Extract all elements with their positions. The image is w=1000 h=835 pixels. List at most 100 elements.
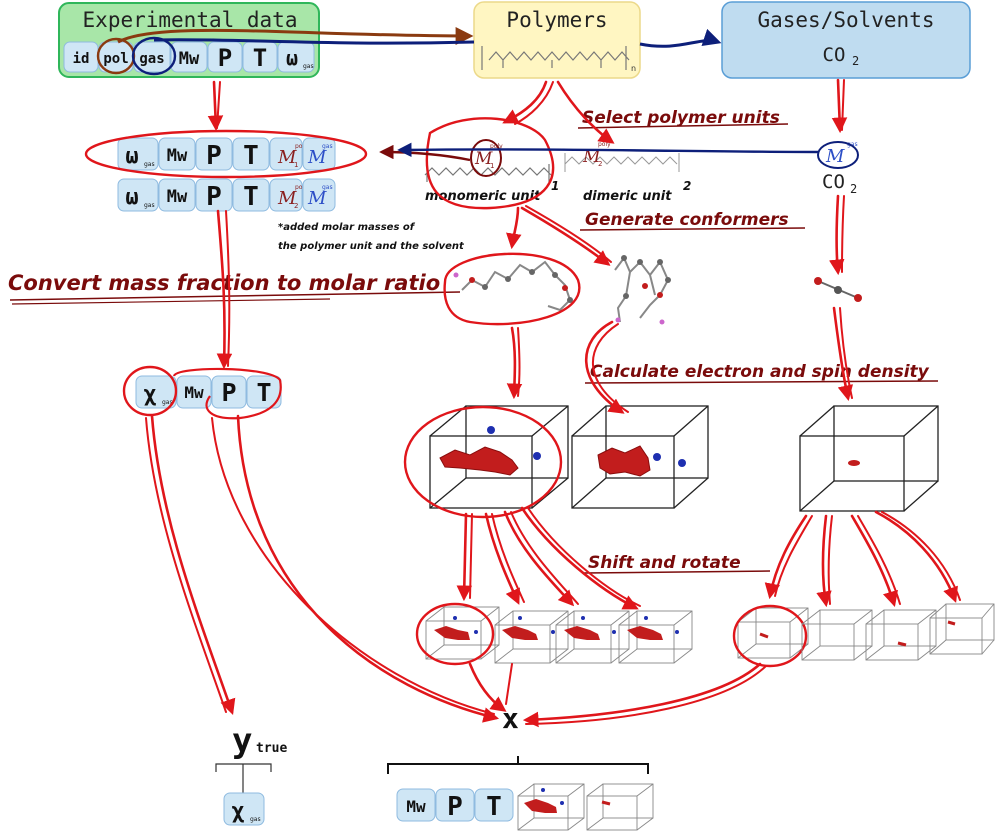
small-cube-p3 <box>555 610 630 664</box>
token-mw: Mw <box>170 41 208 73</box>
density-cube-1 <box>403 405 569 519</box>
feature-row-1: ω gas Mw P T M poly 1 M gas <box>117 137 336 171</box>
conformer-1 <box>443 252 581 326</box>
co2-label: CO <box>822 171 845 193</box>
svg-text:M: M <box>277 188 297 209</box>
svg-text:2: 2 <box>683 179 691 193</box>
svg-text:Mw: Mw <box>167 187 188 207</box>
m1-circle <box>470 139 502 177</box>
monomer-circle <box>425 117 555 210</box>
svg-text:P: P <box>218 44 232 72</box>
x-cube-gas <box>586 783 654 831</box>
svg-text:M: M <box>825 146 845 167</box>
conformer-2 <box>614 255 671 325</box>
small-cube-g4 <box>929 603 995 655</box>
svg-text:2: 2 <box>852 54 859 68</box>
svg-text:pol: pol <box>103 51 128 67</box>
svg-text:gas: gas <box>250 816 261 823</box>
svg-text:1: 1 <box>490 162 494 170</box>
svg-text:2: 2 <box>850 182 857 196</box>
added-molar-note-1: *added molar masses of <box>278 222 416 233</box>
gas-circle <box>131 36 177 76</box>
conformer1-circle <box>443 252 581 326</box>
svg-text:P: P <box>206 141 222 171</box>
svg-text:Mw: Mw <box>167 146 188 166</box>
feature-row-2: ω gas Mw P T M poly 2 M gas <box>117 178 336 212</box>
svg-text:ω: ω <box>286 46 298 70</box>
small-cube-p4 <box>618 610 693 664</box>
y-chi-token: χ gas <box>223 792 265 826</box>
gas-to-polymers-arrow <box>153 38 475 45</box>
step-generate-conformers: Generate conformers <box>585 210 789 230</box>
chi-row: χ gas Mw P T <box>122 365 282 420</box>
token-id: id <box>63 41 99 73</box>
svg-text:gas: gas <box>303 63 314 70</box>
polymer-chain-icon <box>481 46 630 70</box>
y-true-symbol: y <box>232 721 252 761</box>
pol-to-polymers-arrow <box>117 26 474 45</box>
svg-text:T: T <box>256 378 271 407</box>
svg-text:T: T <box>486 792 502 822</box>
svg-text:χ: χ <box>143 382 156 407</box>
x-bracket <box>387 756 649 774</box>
small-cube-g3 <box>865 609 937 661</box>
svg-text:P: P <box>447 792 463 822</box>
svg-text:poly: poly <box>598 141 611 148</box>
svg-text:true: true <box>256 741 287 756</box>
svg-text:Mw: Mw <box>406 797 426 816</box>
svg-text:T: T <box>243 182 259 212</box>
svg-text:gas: gas <box>162 399 173 406</box>
experimental-data-title: Experimental data <box>83 8 298 32</box>
polymer-units: M poly 1 M poly 2 monomeric unit 1 dimer… <box>424 117 691 210</box>
co2-formula: CO <box>823 44 846 66</box>
svg-text:M: M <box>277 147 297 168</box>
svg-text:1: 1 <box>551 179 559 193</box>
x-cube-polymer <box>517 783 585 831</box>
svg-text:Mw: Mw <box>184 383 204 402</box>
small-cubes-polymer <box>415 602 693 666</box>
token-gas: gas <box>133 41 171 73</box>
svg-text:gas: gas <box>322 143 333 150</box>
mgas-to-row-arrow <box>397 142 819 158</box>
svg-text:P: P <box>206 182 222 212</box>
flow-arrows <box>145 78 961 728</box>
svg-text:T: T <box>253 44 267 72</box>
svg-text:poly: poly <box>295 143 308 150</box>
gas-unit: M gas CO 2 <box>817 141 859 196</box>
svg-text:gas: gas <box>139 51 164 67</box>
dimer-structure-icon <box>564 153 680 172</box>
polymers-box: Polymers n <box>473 1 641 79</box>
token-p: P <box>207 41 243 73</box>
gases-title: Gases/Solvents <box>757 8 934 32</box>
small-cubes-co2 <box>732 603 995 668</box>
step-select-polymer-units: Select polymer units <box>582 108 780 128</box>
svg-text:gas: gas <box>322 184 333 191</box>
svg-text:gas: gas <box>144 161 155 168</box>
m1-to-row-arrow <box>379 144 471 162</box>
svg-text:2: 2 <box>598 160 602 168</box>
mgas-circle <box>817 141 859 169</box>
svg-text:2: 2 <box>294 202 298 210</box>
density-cube-2 <box>571 405 709 509</box>
x-symbol: x <box>502 702 519 735</box>
polymers-to-gases-arrow <box>639 28 722 48</box>
row1-circle <box>84 129 368 179</box>
svg-text:χ: χ <box>231 799 244 824</box>
svg-text:P: P <box>221 378 236 407</box>
dimeric-unit-label: dimeric unit <box>583 189 672 204</box>
svg-text:gas: gas <box>847 141 858 148</box>
svg-text:Mw: Mw <box>179 49 200 69</box>
svg-text:poly: poly <box>295 184 308 191</box>
added-molar-note-2: the polymer unit and the solvent <box>278 241 465 252</box>
svg-text:M: M <box>582 147 601 167</box>
polymers-title: Polymers <box>506 8 607 32</box>
small-cube-g2 <box>801 609 873 661</box>
gases-box: Gases/Solvents CO 2 <box>721 1 971 79</box>
co2-molecule <box>814 277 862 302</box>
svg-text:1: 1 <box>294 161 298 169</box>
svg-text:gas: gas <box>144 202 155 209</box>
step-shift-and-rotate: Shift and rotate <box>588 553 741 573</box>
monomeric-unit-label: monomeric unit <box>425 189 541 204</box>
